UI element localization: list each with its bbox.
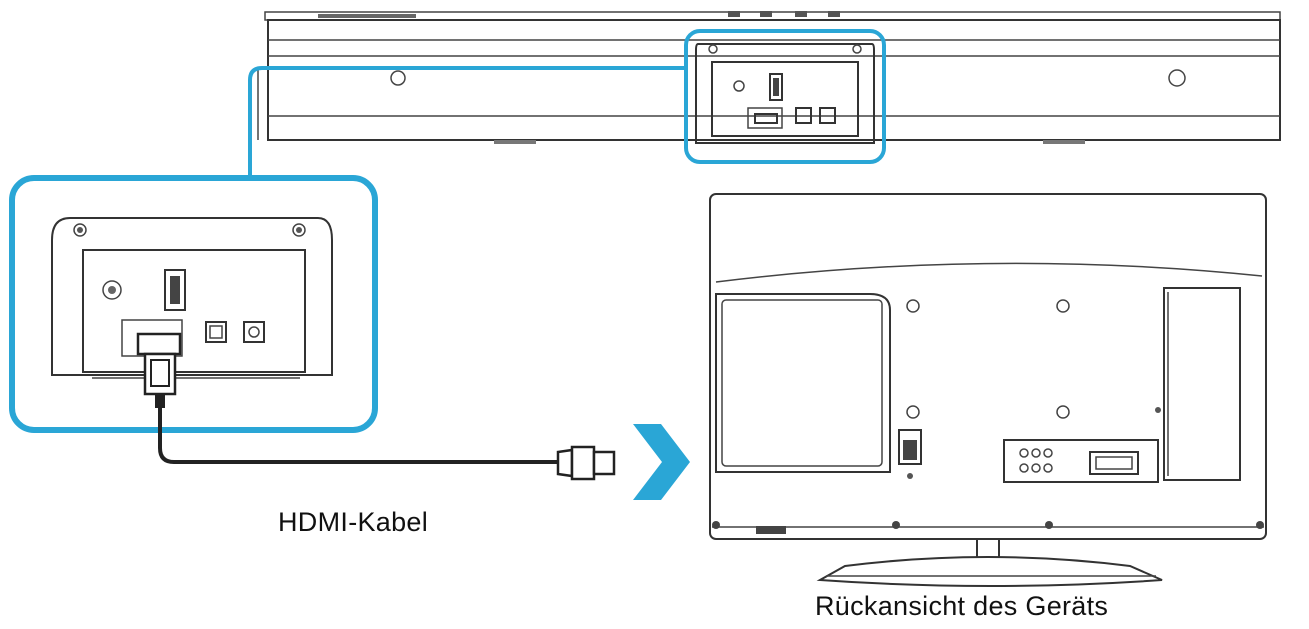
zoomed-connector-panel [9, 175, 378, 433]
hdmi-cable-plug-icon [136, 332, 182, 408]
hdmi-cable-label: HDMI-Kabel [278, 507, 429, 537]
hdmi-cable [158, 406, 616, 481]
tv-rear-illustration [709, 193, 1267, 587]
soundbar-connector-panel [695, 43, 875, 144]
zoom-highlight-box [9, 175, 378, 433]
chevron-right-arrow-icon [633, 424, 690, 500]
tv-rear-view-label: Rückansicht des Geräts [815, 591, 1109, 621]
soundbar-illustration [257, 11, 1281, 164]
zoom-leader-line [248, 66, 686, 178]
soundbar-panel-highlight [684, 29, 886, 164]
